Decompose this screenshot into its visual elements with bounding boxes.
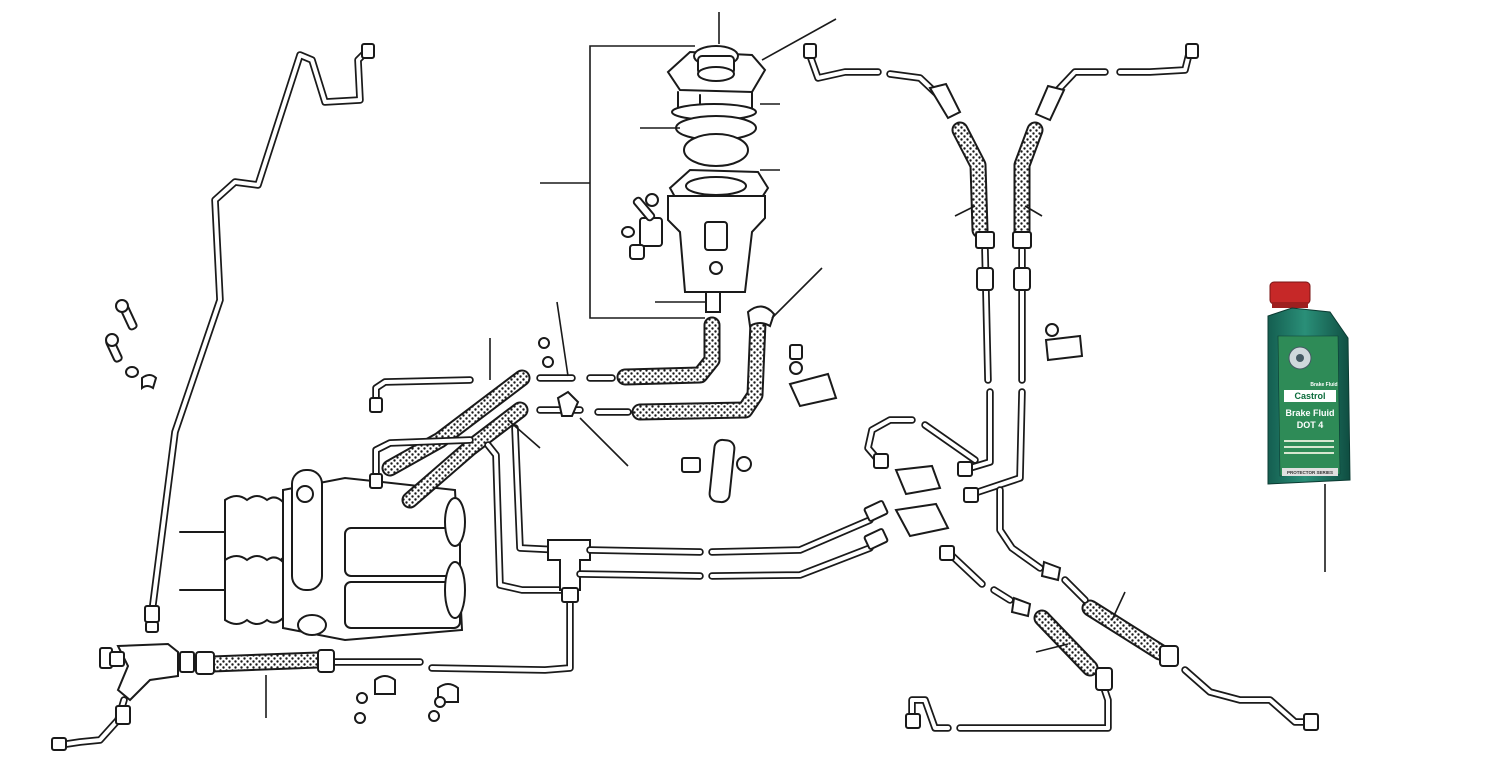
bottle-footer: PROTECTOR SERIES (1287, 470, 1333, 475)
bottle-brand: Castrol (1294, 391, 1325, 401)
four-way-union (894, 502, 950, 538)
bottle-grade: DOT 4 (1297, 420, 1324, 430)
pipe-nut (145, 621, 159, 633)
right-brake-lines (803, 43, 1199, 538)
pipe-nut (144, 605, 160, 623)
reservoir-callout-bracket (540, 12, 837, 319)
reservoir-feed-hoses (381, 305, 776, 509)
mounting-clip-center (681, 323, 1084, 504)
pipe-union (116, 642, 179, 702)
left-brake-pipe (144, 43, 375, 633)
pipe-to-tee (428, 424, 889, 674)
hose-clip (556, 390, 580, 417)
master-cylinder-outlet-pipes (369, 376, 474, 489)
four-way-union (894, 464, 942, 496)
rear-brake-lines (905, 486, 1319, 732)
three-way-tee (547, 539, 591, 591)
pipe-nut (361, 43, 375, 59)
callout-leaders (489, 205, 1326, 653)
bottle-top-label: Brake Fluid (1310, 382, 1337, 388)
fluid-reservoir-assembly (621, 45, 770, 313)
clip-bolt-set-left (105, 299, 158, 391)
front-flexible-hose-left (51, 642, 459, 751)
tandem-master-cylinder (179, 469, 466, 642)
hose-clip (746, 305, 776, 328)
brake-fluid-bottle[interactable]: Brake Fluid Castrol Brake Fluid DOT 4 PR… (1267, 281, 1351, 485)
bottle-product: Brake Fluid (1285, 408, 1334, 418)
